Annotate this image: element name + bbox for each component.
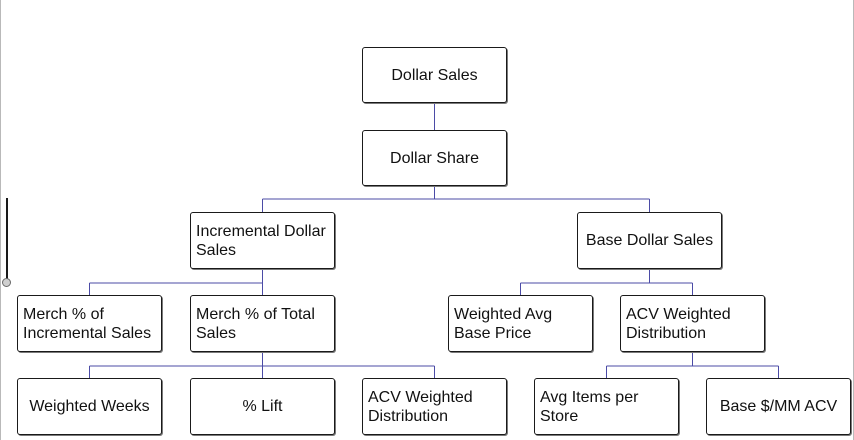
node-base-per-mm-acv[interactable]: Base $/MM ACV [706,378,851,435]
node-merch-pct-incremental-sales[interactable]: Merch % of Incremental Sales [17,295,162,352]
connector-merch-total-children [89,351,435,379]
node-weighted-weeks[interactable]: Weighted Weeks [17,378,162,435]
node-acv-weighted-distribution-upper[interactable]: ACV Weighted Distribution [620,295,765,352]
zoom-slider-handle[interactable] [2,278,11,287]
node-label: Merch % of Incremental Sales [23,305,152,342]
node-base-dollar-sales[interactable]: Base Dollar Sales [577,212,722,269]
node-label: Avg Items per Store [540,388,639,425]
connector-share-children [262,185,650,213]
connector-incremental-children [89,268,263,296]
node-label: % Lift [242,398,283,415]
node-dollar-sales[interactable]: Dollar Sales [362,47,507,103]
node-incremental-dollar-sales[interactable]: Incremental Dollar Sales [190,212,335,269]
node-label: Base $/MM ACV [719,398,838,415]
zoom-slider-track[interactable] [6,198,8,280]
node-pct-lift[interactable]: % Lift [190,378,335,435]
node-acv-weighted-distribution-lower[interactable]: ACV Weighted Distribution [362,378,507,435]
connector-base-children [520,268,693,296]
node-label: Weighted Weeks [29,398,150,415]
node-label: Incremental Dollar Sales [196,222,326,259]
connector-acv-children [606,351,779,379]
node-label: ACV Weighted Distribution [368,388,473,425]
node-label: Merch % of Total Sales [196,305,315,342]
node-merch-pct-total-sales[interactable]: Merch % of Total Sales [190,295,335,352]
node-weighted-avg-base-price[interactable]: Weighted Avg Base Price [448,295,593,352]
node-avg-items-per-store[interactable]: Avg Items per Store [534,378,679,435]
node-label: Dollar Sales [391,66,478,84]
node-label: Base Dollar Sales [585,232,714,249]
node-label: Dollar Share [390,149,479,167]
node-dollar-share[interactable]: Dollar Share [362,130,507,186]
node-label: Weighted Avg Base Price [454,305,553,342]
node-label: ACV Weighted Distribution [626,305,731,342]
